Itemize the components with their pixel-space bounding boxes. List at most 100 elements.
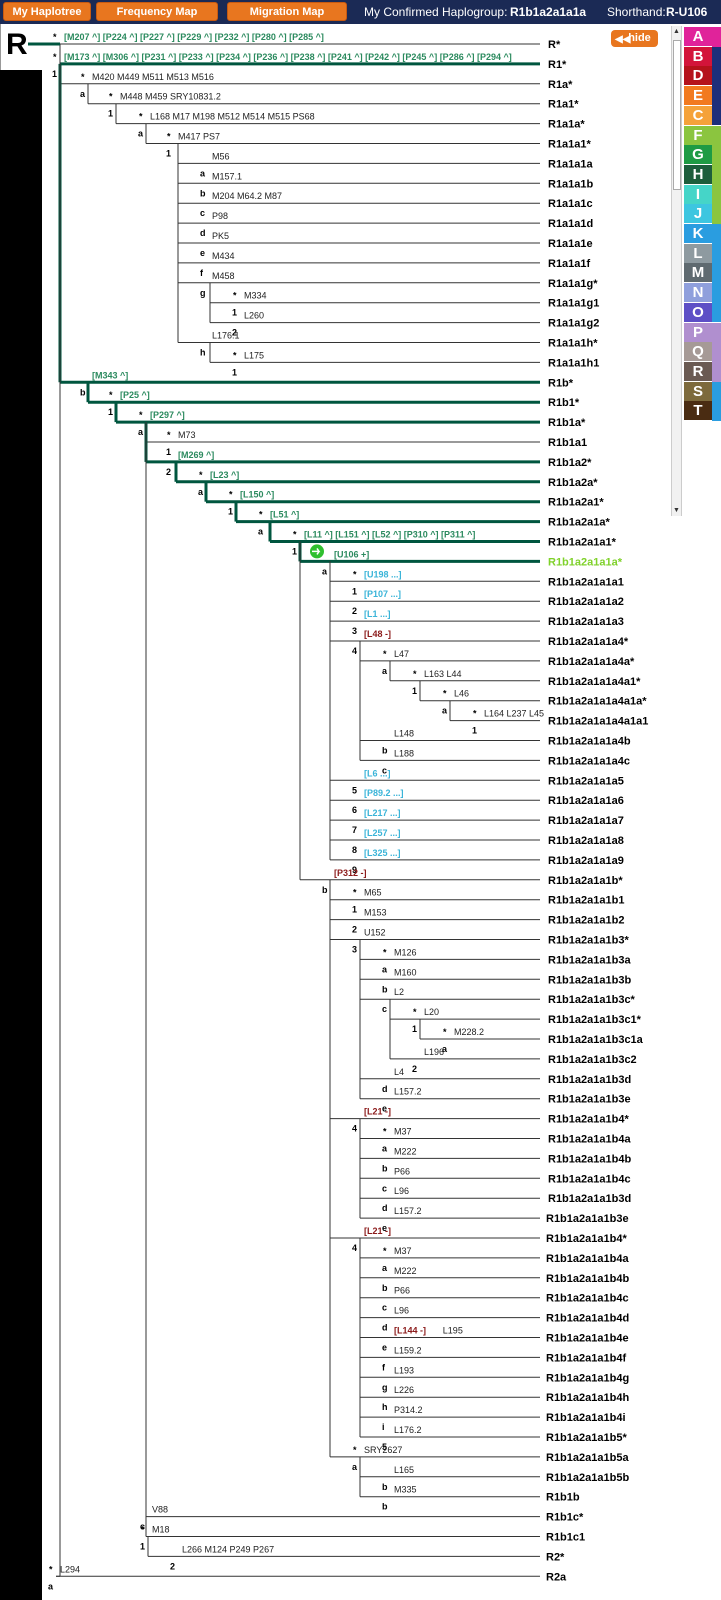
haplogroup-name[interactable]: R1b1a2a1a1b4c bbox=[548, 1173, 631, 1185]
haplogroup-name[interactable]: R1a1a* bbox=[548, 119, 585, 131]
haplogroup-name[interactable]: R1b1a2a1a1a4a1a1 bbox=[548, 716, 648, 728]
haplogroup-name[interactable]: R* bbox=[548, 39, 561, 51]
haplogroup-name[interactable]: R1b1a2a1* bbox=[548, 497, 604, 509]
haplogroup-name[interactable]: R1b1a2a1a1b5* bbox=[546, 1432, 627, 1444]
haplogroup-name[interactable]: R1b1a2a1a1b4h bbox=[546, 1392, 629, 1404]
haplogroup-name[interactable]: R1b1a2a1a1b3c1a bbox=[548, 1034, 644, 1046]
haplogroup-letter-n[interactable]: N bbox=[684, 283, 712, 303]
haplogroup-letter-q[interactable]: Q bbox=[684, 342, 712, 362]
haplogroup-name[interactable]: R1b1a2a1a1a4a* bbox=[548, 656, 635, 668]
haplogroup-name[interactable]: R1a1a1e bbox=[548, 238, 593, 250]
migration-map-button[interactable]: Migration Map bbox=[227, 2, 347, 21]
haplogroup-name[interactable]: R1b1a2a1a1a1 bbox=[548, 576, 624, 588]
haplogroup-name[interactable]: R1b1a2a1a1a4* bbox=[548, 636, 629, 648]
haplogroup-letter-h[interactable]: H bbox=[684, 164, 712, 184]
haplogroup-letter-a[interactable]: A bbox=[684, 27, 712, 46]
haplogroup-name[interactable]: R2a bbox=[546, 1571, 567, 1583]
haplogroup-letter-o[interactable]: O bbox=[684, 302, 712, 322]
haplogroup-name[interactable]: R1b1a2a1a1b3e bbox=[548, 1094, 631, 1106]
haplogroup-name[interactable]: R1a1a1c bbox=[548, 198, 593, 210]
haplogroup-name[interactable]: R1b1a2a1a1b3c1* bbox=[548, 1014, 642, 1026]
haplogroup-name[interactable]: R1b1a2a1a1b* bbox=[548, 875, 623, 887]
haplogroup-name[interactable]: R1b1a2a1a1b4b bbox=[546, 1273, 629, 1285]
haplogroup-name[interactable]: R1a1a1b bbox=[548, 178, 594, 190]
haplogroup-name[interactable]: R1b1a2a1a1a9 bbox=[548, 855, 624, 867]
haplogroup-name[interactable]: R1b1a2a1a1b5b bbox=[546, 1472, 629, 1484]
haplogroup-name[interactable]: R1b1a2a1a1b2 bbox=[548, 915, 624, 927]
haplogroup-letter-g[interactable]: G bbox=[684, 145, 712, 165]
haplogroup-name[interactable]: R1b1a2a1a1b3e bbox=[546, 1213, 629, 1225]
haplogroup-letter-c[interactable]: C bbox=[684, 105, 712, 125]
haplogroup-name[interactable]: R1b1a2a1a1b4a bbox=[546, 1253, 629, 1265]
haplogroup-name[interactable]: R1b1a2a1a1a6 bbox=[548, 795, 624, 807]
haplogroup-name[interactable]: R1* bbox=[548, 59, 567, 71]
haplogroup-name[interactable]: R1b1a2a1a1b3* bbox=[548, 935, 629, 947]
haplogroup-name[interactable]: R1b1a2a1a1b4* bbox=[548, 1114, 629, 1126]
haplogroup-name[interactable]: R1a* bbox=[548, 79, 573, 91]
haplogroup-name[interactable]: R1b1a2a1a1b3d bbox=[548, 1074, 631, 1086]
haplogroup-name[interactable]: R1b1a2* bbox=[548, 457, 592, 469]
haplogroup-name[interactable]: R1a1a1* bbox=[548, 139, 592, 151]
haplogroup-letter-s[interactable]: S bbox=[684, 381, 712, 401]
haplogroup-name[interactable]: R1b1a2a1a1b4d bbox=[546, 1313, 629, 1325]
haplogroup-name[interactable]: R1b1c1 bbox=[546, 1532, 585, 1544]
haplogroup-name[interactable]: R1b1a2a1a1a* bbox=[548, 556, 623, 568]
haplogroup-name[interactable]: R1b1a2a1a1b3a bbox=[548, 954, 631, 966]
haplogroup-letter-p[interactable]: P bbox=[684, 322, 712, 342]
haplogroup-name[interactable]: R1b1a2a1a1a4a1* bbox=[548, 676, 641, 688]
haplogroup-letter-j[interactable]: J bbox=[684, 204, 712, 224]
haplogroup-letter-f[interactable]: F bbox=[684, 125, 712, 145]
haplogroup-name[interactable]: R1a1a1g* bbox=[548, 278, 598, 290]
haplogroup-letter-e[interactable]: E bbox=[684, 86, 712, 106]
haplogroup-letter-r[interactable]: R bbox=[684, 361, 712, 381]
haplogroup-name[interactable]: R1a1* bbox=[548, 99, 579, 111]
haplogroup-name[interactable]: R1a1a1h* bbox=[548, 338, 598, 350]
scroll-up-icon[interactable]: ▲ bbox=[673, 28, 680, 35]
haplogroup-name[interactable]: R1b1a2a1a1b5a bbox=[546, 1452, 629, 1464]
haplogroup-name[interactable]: R1a1a1a bbox=[548, 158, 594, 170]
haplogroup-letter-k[interactable]: K bbox=[684, 224, 712, 243]
haplogroup-name[interactable]: R1b1a2a1a1* bbox=[548, 537, 617, 549]
haplogroup-name[interactable]: R2* bbox=[546, 1551, 565, 1563]
haplogroup-name[interactable]: R1b1a2a1a1b3d bbox=[548, 1193, 631, 1205]
haplogroup-name[interactable]: R1b1a2a1a1b4a bbox=[548, 1134, 631, 1146]
haplogroup-name[interactable]: R1b1a2a1a1b4* bbox=[546, 1233, 627, 1245]
haplogroup-name[interactable]: R1b1a1 bbox=[548, 437, 587, 449]
haplogroup-name[interactable]: R1b1a* bbox=[548, 417, 586, 429]
haplogroup-name[interactable]: R1b1a2a* bbox=[548, 477, 598, 489]
haplogroup-name[interactable]: R1b1a2a1a1b4i bbox=[546, 1412, 626, 1424]
haplogroup-name[interactable]: R1b1a2a1a1b3b bbox=[548, 974, 631, 986]
haplogroup-name[interactable]: R1b1a2a1a1b4g bbox=[546, 1372, 629, 1384]
scroll-down-icon[interactable]: ▼ bbox=[673, 507, 680, 514]
haplogroup-name[interactable]: R1b1a2a1a1a5 bbox=[548, 775, 624, 787]
haplogroup-name[interactable]: R1b1a2a1a1a3 bbox=[548, 616, 624, 628]
scroll-thumb[interactable] bbox=[673, 40, 681, 190]
hide-button[interactable]: ◀◀hide bbox=[611, 30, 658, 47]
haplogroup-name[interactable]: R1a1a1g1 bbox=[548, 298, 599, 310]
haplogroup-name[interactable]: R1b1a2a1a1a2 bbox=[548, 596, 624, 608]
haplogroup-letter-l[interactable]: L bbox=[684, 243, 712, 263]
haplogroup-name[interactable]: R1b1a2a1a1a8 bbox=[548, 835, 624, 847]
haplogroup-name[interactable]: R1b1a2a1a1a4c bbox=[548, 755, 630, 767]
haplogroup-name[interactable]: R1b1a2a1a1b1 bbox=[548, 895, 624, 907]
haplogroup-name[interactable]: R1b1a2a1a1b4b bbox=[548, 1153, 631, 1165]
haplogroup-name[interactable]: R1b1a2a1a1b4e bbox=[546, 1333, 629, 1345]
haplogroup-name[interactable]: R1a1a1d bbox=[548, 218, 593, 230]
haplogroup-name[interactable]: R1b1a2a1a1b3c* bbox=[548, 994, 636, 1006]
haplogroup-name[interactable]: R1b1a2a1a1a7 bbox=[548, 815, 624, 827]
haplogroup-name[interactable]: R1b1a2a1a1b3c2 bbox=[548, 1054, 637, 1066]
haplogroup-letter-m[interactable]: M bbox=[684, 263, 712, 283]
haplogroup-name[interactable]: R1a1a1h1 bbox=[548, 357, 599, 369]
haplogroup-name[interactable]: R1b1* bbox=[548, 397, 580, 409]
haplogroup-letter-b[interactable]: B bbox=[684, 46, 712, 66]
frequency-map-button[interactable]: Frequency Map bbox=[96, 2, 218, 21]
haplogroup-name[interactable]: R1b1c* bbox=[546, 1512, 584, 1524]
haplogroup-name[interactable]: R1b1a2a1a* bbox=[548, 517, 610, 529]
haplogroup-letter-d[interactable]: D bbox=[684, 66, 712, 86]
haplogroup-name[interactable]: R1b1a2a1a1b4c bbox=[546, 1293, 629, 1305]
haplogroup-name[interactable]: R1b* bbox=[548, 377, 574, 389]
my-haplotree-button[interactable]: My Haplotree bbox=[3, 2, 91, 21]
haplogroup-name[interactable]: R1b1a2a1a1b4f bbox=[546, 1352, 626, 1364]
haplogroup-letter-i[interactable]: I bbox=[684, 184, 712, 204]
haplogroup-name[interactable]: R1b1a2a1a1a4a1a* bbox=[548, 696, 647, 708]
